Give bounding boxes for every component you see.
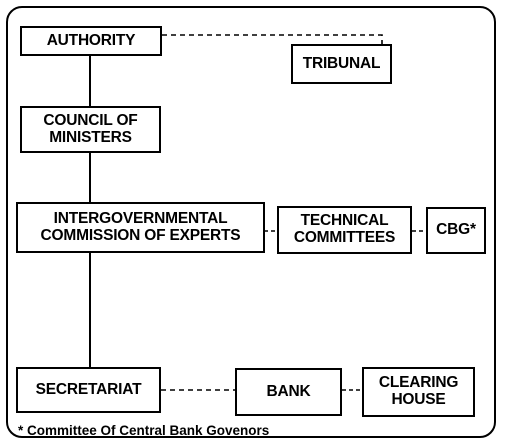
- commission-label-line2: COMMISSION OF EXPERTS: [40, 226, 241, 244]
- technical-label-line1: TECHNICAL: [300, 212, 389, 230]
- clearing-house-box: CLEARING HOUSE: [362, 367, 475, 417]
- clearing-label-line2: HOUSE: [391, 391, 446, 408]
- council-label-line2: MINISTERS: [49, 128, 132, 146]
- bank-label: BANK: [266, 382, 311, 400]
- authority-label: AUTHORITY: [46, 31, 136, 49]
- bank-box: BANK: [235, 368, 342, 416]
- link-authority-tribunal: [162, 34, 383, 44]
- clearing-label-line1: CLEARING: [378, 374, 459, 392]
- commission-label-line1: INTERGOVERNMENTAL: [53, 209, 228, 227]
- council-label-line1: COUNCIL OF: [43, 111, 138, 129]
- footnote: * Committee Of Central Bank Govenors: [18, 423, 270, 438]
- council-box: COUNCIL OF MINISTERS: [20, 106, 161, 153]
- tribunal-label: TRIBUNAL: [302, 54, 381, 72]
- technical-committees-box: TECHNICAL COMMITTEES: [277, 206, 412, 254]
- commission-box: INTERGOVERNMENTAL COMMISSION OF EXPERTS: [16, 202, 265, 253]
- cbg-box: CBG*: [426, 207, 486, 254]
- authority-box: AUTHORITY: [20, 26, 162, 56]
- technical-label-line2: COMMITTEES: [293, 229, 396, 246]
- secretariat-label: SECRETARIAT: [35, 380, 142, 398]
- secretariat-box: SECRETARIAT: [16, 367, 161, 413]
- cbg-label: CBG*: [436, 221, 476, 239]
- tribunal-box: TRIBUNAL: [291, 44, 392, 84]
- chart-frame: [6, 6, 496, 438]
